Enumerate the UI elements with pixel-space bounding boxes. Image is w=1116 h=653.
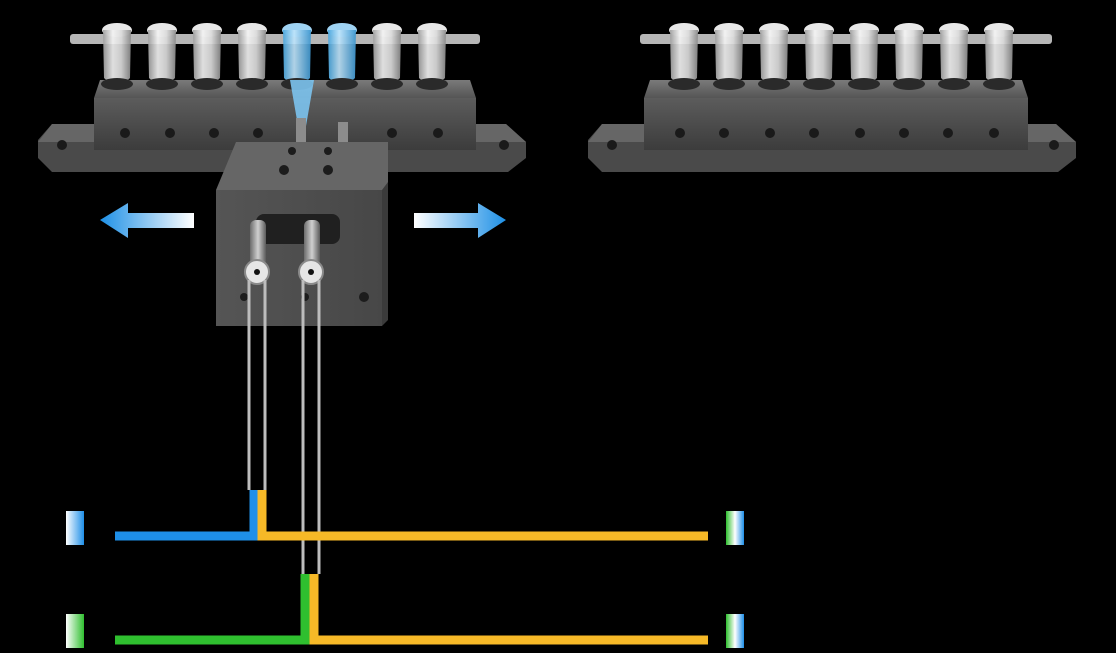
valve-block-top xyxy=(216,142,388,190)
flow-line-upper xyxy=(66,490,744,545)
left-rack-tube-3 xyxy=(191,23,223,90)
valve-rod-left xyxy=(250,220,266,272)
left-rack-bar-front xyxy=(94,98,476,150)
right-rack-bar-front xyxy=(644,98,1028,150)
right-rack-tube-1 xyxy=(668,23,700,90)
valve-block-front xyxy=(216,190,382,326)
left-rack-tube-2 xyxy=(146,23,178,90)
valve-slot xyxy=(256,214,340,244)
right-rack-tube-7 xyxy=(938,23,970,90)
left-rack-tubes xyxy=(101,23,448,90)
right-rack-tube-8 xyxy=(983,23,1015,90)
left-rack-tube-4 xyxy=(236,23,268,90)
inlet-line-blue xyxy=(115,490,259,541)
outlet-line-orange-upper xyxy=(257,490,708,541)
left-rack-tube-6 xyxy=(326,23,358,90)
left-rack-tube-7 xyxy=(371,23,403,90)
inlet-chip-blue xyxy=(66,511,84,545)
right-rack-tube-5 xyxy=(848,23,880,90)
left-rack-tube-8 xyxy=(416,23,448,90)
valve-rod-right xyxy=(304,220,320,272)
right-sample-rack xyxy=(588,23,1076,172)
right-rack-tube-6 xyxy=(893,23,925,90)
inlet-line-green xyxy=(115,574,310,645)
left-rack-holes xyxy=(120,128,443,138)
capillary-lines xyxy=(247,280,321,574)
right-rack-bar-top xyxy=(644,80,1028,98)
outlet-line-orange-lower xyxy=(309,574,708,645)
valve-block-side xyxy=(382,182,388,326)
right-rack-tube-2 xyxy=(713,23,745,90)
right-flange-hole-left xyxy=(607,140,617,150)
inlet-chip-green xyxy=(66,614,84,648)
right-rack-tubes xyxy=(668,23,1015,90)
outlet-chip-lower xyxy=(726,614,744,648)
left-sample-rack xyxy=(38,23,526,172)
right-rack-holes xyxy=(675,128,999,138)
flow-line-lower xyxy=(66,574,744,648)
left-flange-hole-right xyxy=(499,140,509,150)
sampling-needle xyxy=(290,80,314,126)
outlet-chip-upper xyxy=(726,511,744,545)
arrow-right xyxy=(414,203,506,238)
left-rack-tube-1 xyxy=(101,23,133,90)
right-rack-tube-3 xyxy=(758,23,790,90)
valve-block xyxy=(216,118,388,326)
left-rack-tube-5 xyxy=(281,23,313,90)
arrow-left xyxy=(100,203,194,238)
right-flange-hole-right xyxy=(1049,140,1059,150)
right-rack-tube-4 xyxy=(803,23,835,90)
left-flange-hole-left xyxy=(57,140,67,150)
